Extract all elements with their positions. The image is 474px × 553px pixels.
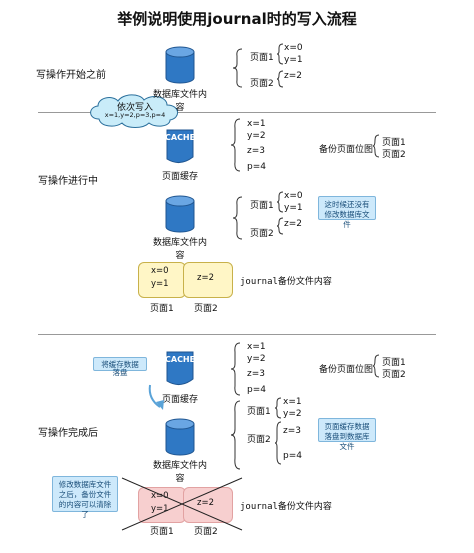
s2-page2-label: 页面2 — [250, 229, 274, 239]
s2-z2: z=2 — [284, 219, 302, 229]
brace-cache-2 — [230, 342, 241, 396]
j1-page2-label: 页面2 — [194, 304, 218, 314]
j2-page2-label: 页面2 — [194, 527, 218, 537]
journal-label-2: journal备份文件内容 — [240, 502, 332, 512]
s3c-x1: x=1 — [247, 342, 266, 352]
cache-label-1: 页面缓存 — [161, 172, 198, 182]
s1-x0: x=0 — [284, 43, 303, 53]
s3-p4: p=4 — [283, 451, 302, 461]
s1-z2: z=2 — [284, 71, 302, 81]
bitmap-page2-2: 页面2 — [382, 370, 406, 380]
j1-page1-label: 页面1 — [150, 304, 174, 314]
down-arrow-icon — [148, 384, 164, 410]
section-label-done: 写操作完成后 — [38, 428, 98, 439]
brace-1 — [232, 48, 243, 88]
s3-page2-label: 页面2 — [247, 435, 271, 445]
s3c-p4: p=4 — [247, 385, 266, 395]
s2-x0: x=0 — [284, 191, 303, 201]
s3-x1: x=1 — [283, 397, 302, 407]
s2-p4: p=4 — [247, 162, 266, 172]
cloud-line2: x=1,y=2,p=3,p=4 — [104, 111, 166, 119]
j2-z2: z=2 — [197, 498, 214, 508]
cache-label-2: 页面缓存 — [161, 395, 198, 405]
j1-y1: y=1 — [151, 279, 169, 289]
j2-y1: y=1 — [151, 504, 169, 514]
section-label-inprogress: 写操作进行中 — [38, 176, 98, 187]
bitmap-page1-1: 页面1 — [382, 138, 406, 148]
s3c-y2: y=2 — [247, 354, 266, 364]
brace-3 — [230, 400, 241, 470]
s2-page1-label: 页面1 — [250, 201, 274, 211]
database-cylinder-2 — [165, 195, 195, 233]
callout-flush-cache: 将缓存数据落盘 — [93, 357, 147, 377]
bitmap-label-1: 备份页面位图 — [319, 145, 374, 155]
s2-x1: x=1 — [247, 119, 266, 129]
brace-3b — [274, 421, 282, 465]
s2-z3: z=3 — [247, 146, 265, 156]
diagram-title: 举例说明使用journal时的写入流程 — [117, 10, 357, 28]
bitmap-page1-2: 页面1 — [382, 358, 406, 368]
brace-2b — [276, 217, 284, 235]
cross-out-mark — [121, 477, 243, 531]
brace-1b — [276, 70, 284, 88]
bitmap-label-2: 备份页面位图 — [319, 365, 374, 375]
section-label-before: 写操作开始之前 — [36, 70, 106, 81]
brace-cache-1 — [230, 118, 241, 172]
s3-page1-label: 页面1 — [247, 407, 271, 417]
cloud-shape — [90, 94, 178, 128]
s3c-z3: z=3 — [247, 369, 265, 379]
db-label-1: 数据库文件内容 — [152, 90, 207, 113]
bitmap-page2-1: 页面2 — [382, 150, 406, 160]
cloud-line1: 依次写入 — [116, 103, 153, 113]
brace-2a — [276, 191, 284, 213]
s2-y2: y=2 — [247, 131, 266, 141]
database-cylinder-1 — [165, 46, 195, 84]
cache-icon-2 — [166, 351, 194, 385]
brace-bitmap-1 — [372, 134, 380, 158]
db-label-2: 数据库文件内容 — [152, 238, 207, 261]
s3-z3: z=3 — [283, 426, 301, 436]
divider-bottom — [38, 334, 436, 335]
s1-page2-label: 页面2 — [250, 79, 274, 89]
s3-y2: y=2 — [283, 409, 302, 419]
s1-y1: y=1 — [284, 55, 303, 65]
callout-cache-written: 页面缓存数据落盘到数据库文件 — [318, 418, 376, 451]
brace-1a — [276, 43, 284, 65]
brace-3a — [274, 397, 282, 419]
journal-label-1: journal备份文件内容 — [240, 277, 332, 287]
database-cylinder-3 — [165, 418, 195, 456]
j1-z2: z=2 — [197, 273, 214, 283]
cache-icon-text-1: CACHE — [165, 133, 196, 142]
db-label-3: 数据库文件内容 — [152, 461, 207, 484]
callout-not-modified: 这时候还没有修改数据库文件 — [318, 196, 376, 229]
j2-page1-label: 页面1 — [150, 527, 174, 537]
divider-top — [38, 112, 436, 113]
j1-x0: x=0 — [151, 266, 169, 276]
callout-can-delete: 修改数据库文件之后，备份文件的内容可以清除了 — [52, 476, 118, 519]
s2-y1: y=1 — [284, 203, 303, 213]
s1-page1-label: 页面1 — [250, 53, 274, 63]
journal-page2-box — [183, 262, 233, 298]
j2-x0: x=0 — [151, 491, 169, 501]
cache-icon-1 — [166, 129, 194, 163]
cache-icon-text-2: CACHE — [165, 355, 196, 364]
brace-2 — [232, 196, 243, 240]
brace-bitmap-2 — [372, 354, 380, 378]
